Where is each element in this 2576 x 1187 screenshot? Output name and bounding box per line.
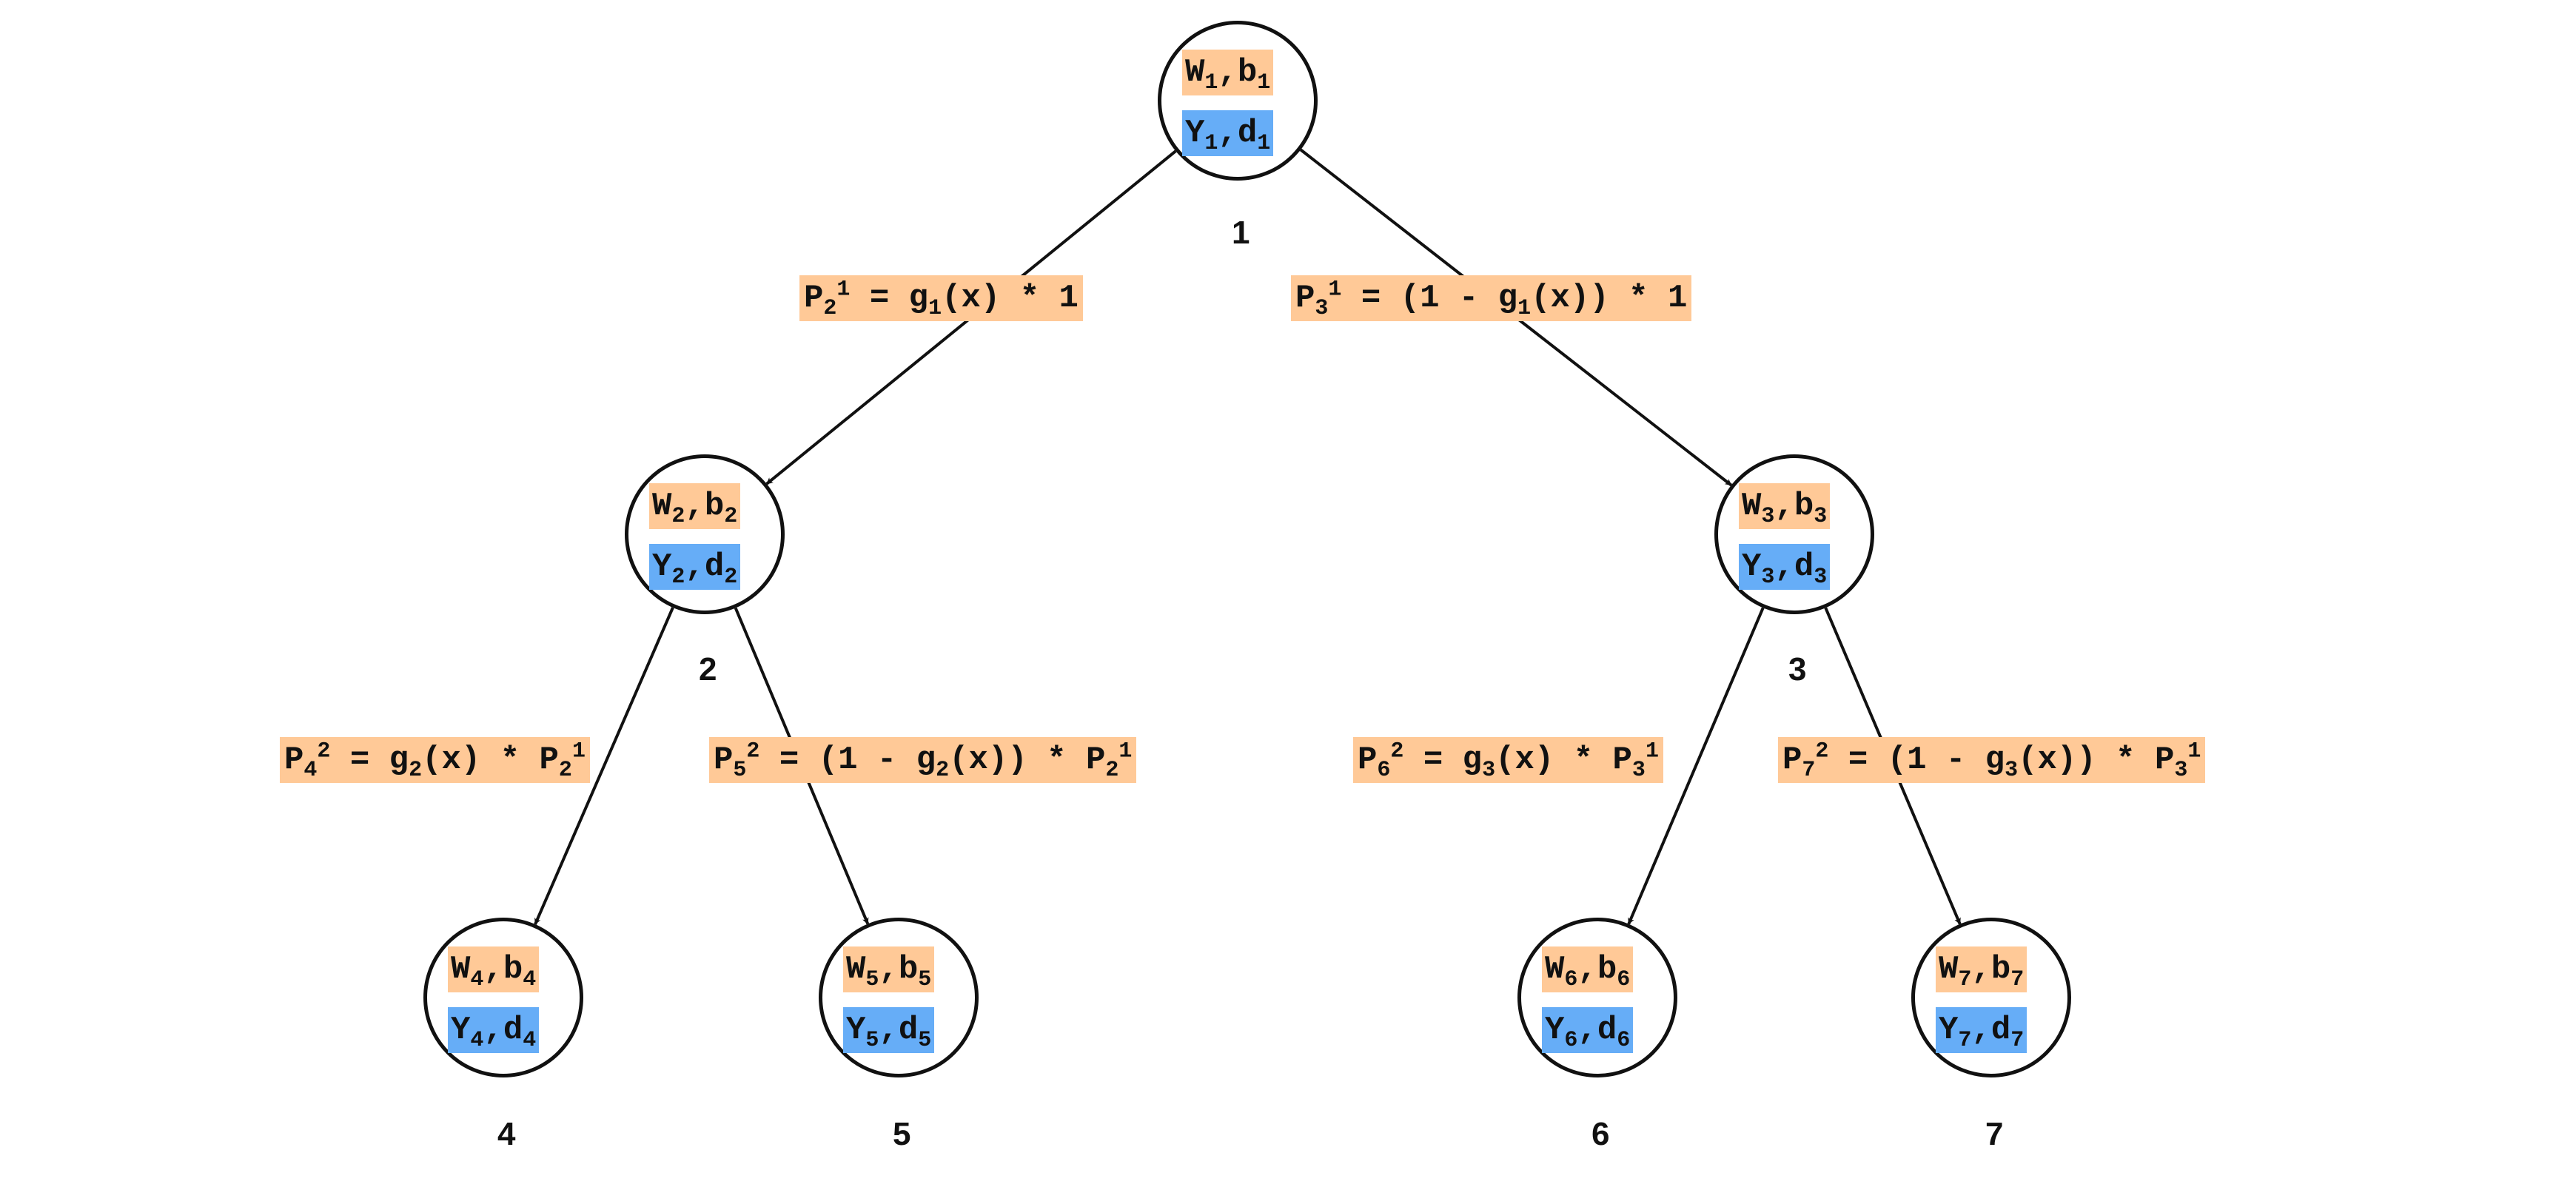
node-index-label: 6 <box>1591 1116 1610 1152</box>
edge-probability-label: P21 = g1(x) * 1 <box>799 275 1083 321</box>
node-outputs-label: Y4,d4 <box>448 1007 540 1053</box>
node-index-label: 1 <box>1232 215 1250 251</box>
node-index-label: 5 <box>893 1116 911 1152</box>
node-index-label: 4 <box>497 1116 516 1152</box>
node-weights-label: W1,b1 <box>1182 50 1274 95</box>
node-index-label: 3 <box>1788 651 1807 687</box>
node-weights-label: W7,b7 <box>1936 946 2027 992</box>
node-outputs-label: Y5,d5 <box>843 1007 935 1053</box>
node-outputs-label: Y6,d6 <box>1542 1007 1634 1053</box>
node-index-label: 7 <box>1985 1116 2004 1152</box>
node-weights-label: W4,b4 <box>448 946 540 992</box>
edge-probability-label: P72 = (1 - g3(x)) * P31 <box>1778 737 2206 783</box>
node-weights-label: W2,b2 <box>649 483 741 529</box>
node-outputs-label: Y1,d1 <box>1182 110 1274 156</box>
edge-probability-label: P62 = g3(x) * P31 <box>1353 737 1663 783</box>
node-weights-label: W3,b3 <box>1739 483 1831 529</box>
edge-probability-label: P52 = (1 - g2(x)) * P21 <box>709 737 1137 783</box>
node-outputs-label: Y7,d7 <box>1936 1007 2027 1053</box>
node-outputs-label: Y2,d2 <box>649 544 741 590</box>
edge-arrow <box>534 607 674 925</box>
node-index-label: 2 <box>699 651 717 687</box>
node-outputs-label: Y3,d3 <box>1739 544 1831 590</box>
edge-probability-label: P42 = g2(x) * P21 <box>280 737 590 783</box>
node-weights-label: W5,b5 <box>843 946 935 992</box>
edge-probability-label: P31 = (1 - g1(x)) * 1 <box>1291 275 1692 321</box>
edge-arrow <box>1627 607 1765 925</box>
node-weights-label: W6,b6 <box>1542 946 1634 992</box>
